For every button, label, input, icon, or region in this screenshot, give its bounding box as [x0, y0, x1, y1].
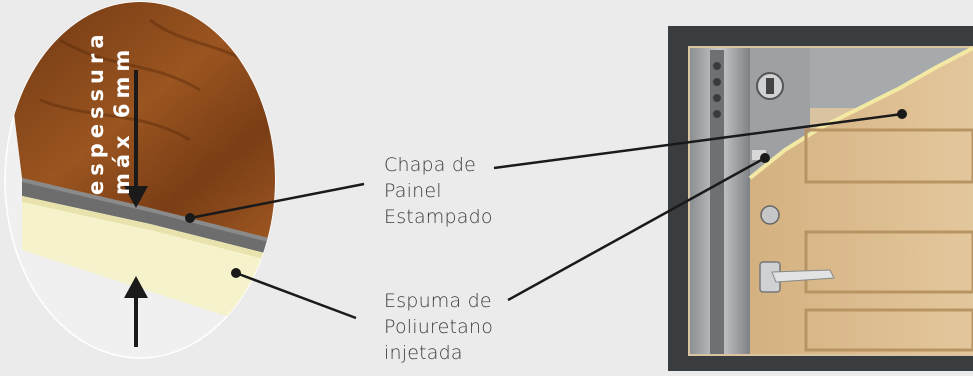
thickness-label: espessura máx 6mm — [83, 30, 135, 196]
callout-sheet: Chapa de Painel Estampado — [384, 152, 493, 230]
callout-sheet-line1: Chapa de — [384, 154, 477, 176]
callout-foam-line2: Poliuretano — [384, 316, 494, 338]
callout-foam-line1: Espuma de — [384, 290, 492, 312]
wood-veneer-layer — [5, 2, 275, 246]
thickness-arrow-bottom — [124, 276, 148, 347]
leader-foam-left — [235, 271, 357, 320]
door-photo — [668, 26, 973, 371]
leader-foam-right — [507, 156, 766, 302]
thickness-line2: máx 6mm — [110, 44, 134, 195]
leader-lines — [189, 112, 903, 320]
thickness-line1: espessura — [84, 29, 108, 196]
leader-sheet-left — [189, 182, 365, 220]
callout-sheet-line2: Painel — [384, 180, 442, 202]
leader-sheet-right — [493, 112, 903, 170]
steel-sheet-layer — [22, 178, 275, 262]
thickness-arrow-top — [124, 70, 148, 208]
callout-sheet-line3: Estampado — [384, 206, 493, 228]
section-magnifier — [4, 1, 276, 359]
callout-foam-line3: injetada — [384, 342, 463, 364]
foam-layer — [22, 196, 275, 340]
callout-foam: Espuma de Poliuretano injetada — [384, 288, 493, 366]
